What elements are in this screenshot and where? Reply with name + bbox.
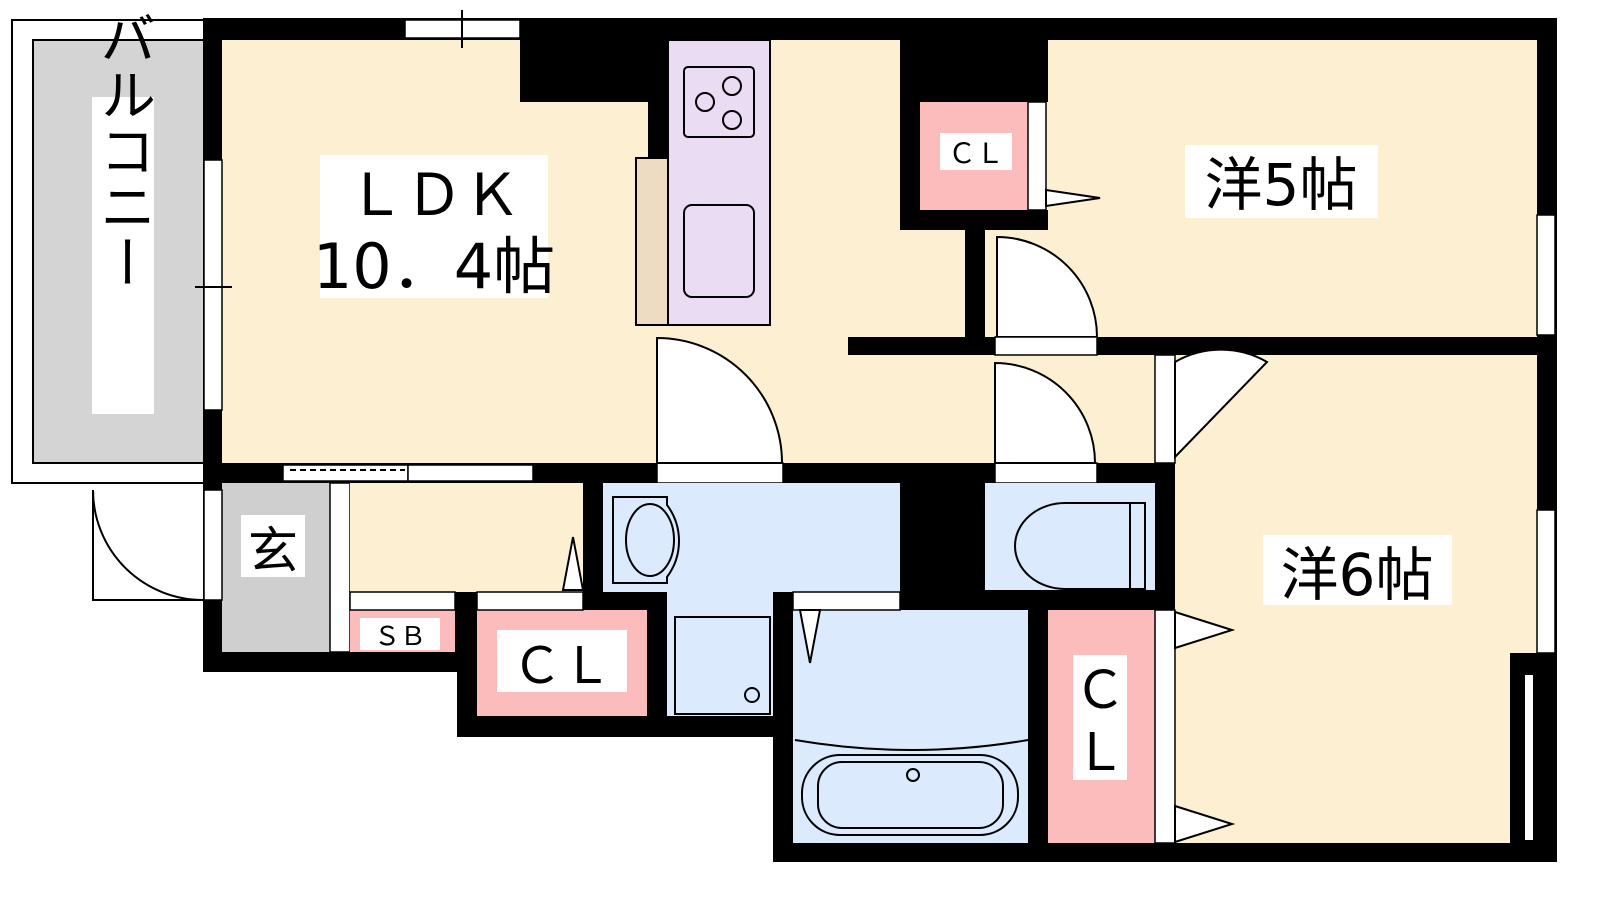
ldk-size: 10．4帖 xyxy=(313,230,555,303)
window xyxy=(282,464,409,482)
room5-door[interactable] xyxy=(996,235,1099,338)
wall xyxy=(1510,653,1557,843)
pillar xyxy=(520,38,648,102)
window xyxy=(407,464,534,482)
door-frame xyxy=(1154,354,1176,464)
closet-door-swing xyxy=(1045,188,1101,208)
window xyxy=(203,159,223,411)
door-frame xyxy=(1154,609,1176,844)
door-swing xyxy=(1174,610,1236,650)
burner-icon xyxy=(722,110,742,130)
wall xyxy=(985,210,1048,230)
closet-label: ＣＬ xyxy=(948,137,1004,170)
door-frame xyxy=(476,591,584,611)
door-swing xyxy=(561,536,585,591)
door-swing xyxy=(798,609,822,664)
door-frame xyxy=(329,482,351,653)
pillar xyxy=(648,38,668,158)
window xyxy=(1525,675,1533,840)
door-swing xyxy=(1174,804,1236,844)
closet-room6-label-l: Ｌ xyxy=(1074,723,1126,783)
stove-icon xyxy=(683,66,755,138)
ldk-label-box xyxy=(320,155,548,298)
balcony-label: バルコニー xyxy=(91,10,156,290)
room6-label: 洋6帖 xyxy=(1281,541,1434,609)
entrance-label: 玄 xyxy=(248,522,298,580)
wall xyxy=(848,337,1540,355)
hallway-nook xyxy=(848,230,900,337)
door-frame xyxy=(994,336,1098,356)
washroom xyxy=(667,592,773,716)
closet-room6-label-box xyxy=(1073,655,1127,780)
washroom xyxy=(603,483,900,592)
room5-label: 洋5帖 xyxy=(1205,151,1358,219)
ldk-door[interactable] xyxy=(656,336,784,464)
closet-hall-label-box xyxy=(497,630,627,692)
door-frame xyxy=(792,591,901,611)
basin-bowl-icon xyxy=(625,503,675,577)
closet-room6-label-c: Ｃ xyxy=(1074,661,1126,721)
sink-icon xyxy=(683,204,755,298)
toilet-tank-icon xyxy=(1129,502,1146,590)
kitchen-counter xyxy=(635,157,669,326)
room5-label-box xyxy=(1185,145,1378,218)
bathtub-inner-icon xyxy=(817,761,1004,829)
bathroom xyxy=(793,610,1028,843)
drain-icon xyxy=(744,687,760,703)
toilet-icon xyxy=(1014,502,1131,590)
window xyxy=(1536,214,1556,336)
bathtub-icon xyxy=(801,754,1019,836)
bath-edge xyxy=(794,739,1029,751)
wall xyxy=(965,230,985,337)
entrance-label-box xyxy=(241,515,305,577)
toilet-door[interactable] xyxy=(994,361,1097,464)
ldk-name: ＬＤＫ xyxy=(347,161,521,229)
closet-label-box xyxy=(940,133,1012,170)
wall xyxy=(900,102,920,230)
closet-hall-label: ＣＬ xyxy=(512,637,612,695)
window xyxy=(1536,509,1556,654)
shoe-box-label-box xyxy=(360,618,440,650)
washing-machine-icon xyxy=(674,616,771,715)
storage-corridor xyxy=(350,483,583,592)
toilet xyxy=(985,483,1155,590)
bath-drain-icon xyxy=(906,768,920,782)
burner-icon xyxy=(722,76,742,96)
front-door[interactable] xyxy=(92,489,204,601)
door-frame xyxy=(349,591,456,611)
door-frame xyxy=(656,462,784,484)
room6-label-box xyxy=(1263,535,1452,605)
closet-door[interactable] xyxy=(1027,101,1047,211)
room6-door[interactable] xyxy=(1174,348,1269,460)
wash-basin-icon xyxy=(612,496,680,584)
wall xyxy=(900,40,1048,102)
balcony-label-box xyxy=(92,97,154,414)
door-frame xyxy=(203,489,223,601)
burner-icon xyxy=(695,92,715,112)
shoe-box-label: ＳＢ xyxy=(374,622,426,652)
door-frame xyxy=(994,462,1098,484)
